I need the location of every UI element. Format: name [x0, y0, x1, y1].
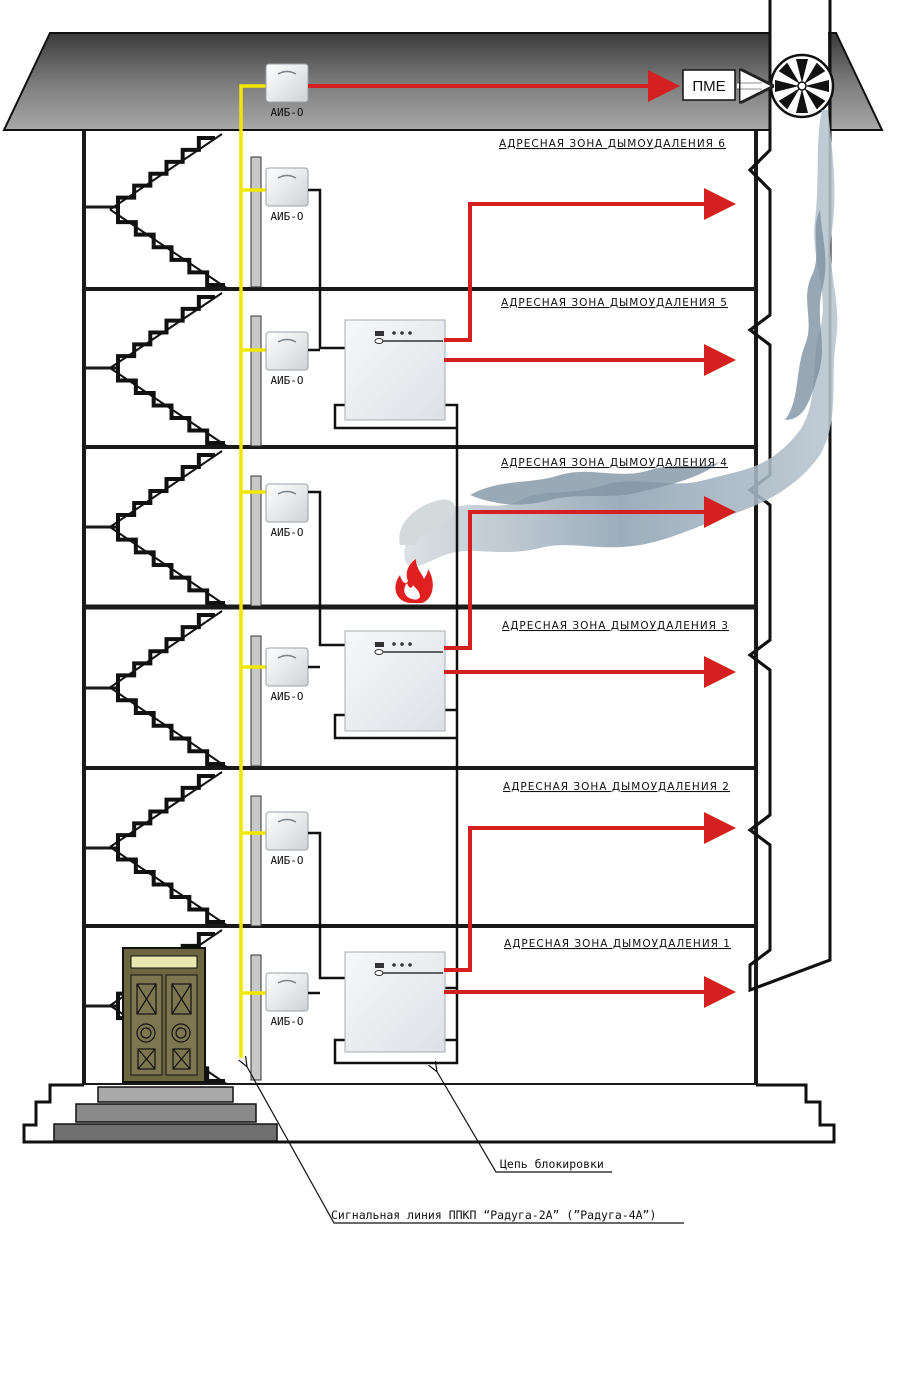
aib-o-label: АИБ-О [270, 210, 303, 223]
flame-icon [395, 559, 433, 603]
zone-label-3: АДРЕСНАЯ ЗОНА ДЫМОУДАЛЕНИЯ 3 [502, 620, 729, 632]
aib-o-label: АИБ-О [270, 1015, 303, 1028]
zone-labels: АДРЕСНАЯ ЗОНА ДЫМОУДАЛЕНИЯ 6 АДРЕСНАЯ ЗО… [499, 138, 731, 950]
control-boxes [344, 319, 446, 1053]
device-wires [308, 188, 346, 995]
zone-label-5: АДРЕСНАЯ ЗОНА ДЫМОУДАЛЕНИЯ 5 [501, 297, 728, 309]
aib-o-device: АИБ-О [265, 972, 309, 1028]
aib-o-device: АИБ-О [265, 63, 309, 119]
aib-o-device: АИБ-О [265, 167, 309, 223]
control-unit [344, 319, 446, 421]
signal-riser [250, 156, 262, 1081]
aib-o-label: АИБ-О [270, 106, 303, 119]
control-unit [344, 951, 446, 1053]
aib-o-label: АИБ-О [270, 374, 303, 387]
zone-label-1: АДРЕСНАЯ ЗОНА ДЫМОУДАЛЕНИЯ 1 [504, 938, 731, 950]
aib-o-device: АИБ-О [265, 647, 309, 703]
pme-box [682, 69, 736, 101]
aib-devices: АИБ-О АИБ-О АИБ-О АИБ-О АИБ-О АИБ-О АИБ-О [265, 63, 309, 1028]
signal-line [239, 84, 266, 1058]
roof [2, 32, 884, 131]
aib-o-label: АИБ-О [270, 690, 303, 703]
zone-label-4: АДРЕСНАЯ ЗОНА ДЫМОУДАЛЕНИЯ 4 [501, 457, 728, 469]
control-unit [344, 630, 446, 732]
signal-line-label: Сигнальная линия ППКП “Радуга-2А” (”Раду… [331, 1208, 656, 1222]
blocking-chain-label: Цепь блокировки [500, 1157, 604, 1171]
pme-label: ПМЕ [692, 78, 725, 95]
annotation-leaders [246, 1065, 684, 1224]
zone-label-6: АДРЕСНАЯ ЗОНА ДЫМОУДАЛЕНИЯ 6 [499, 138, 726, 150]
door-icon [122, 947, 206, 1083]
smoke-cloud [399, 110, 838, 567]
aib-o-device: АИБ-О [265, 483, 309, 539]
zone-label-2: АДРЕСНАЯ ЗОНА ДЫМОУДАЛЕНИЯ 2 [503, 781, 730, 793]
aib-o-label: АИБ-О [270, 526, 303, 539]
aib-o-label: АИБ-О [270, 854, 303, 867]
fan-icon [769, 53, 835, 119]
foundation [22, 1083, 836, 1144]
blocking-chain [333, 403, 459, 1065]
aib-o-device: АИБ-О [265, 811, 309, 867]
building-walls [82, 130, 758, 1087]
aib-o-device: АИБ-О [265, 331, 309, 387]
control-arrows [308, 70, 736, 1008]
